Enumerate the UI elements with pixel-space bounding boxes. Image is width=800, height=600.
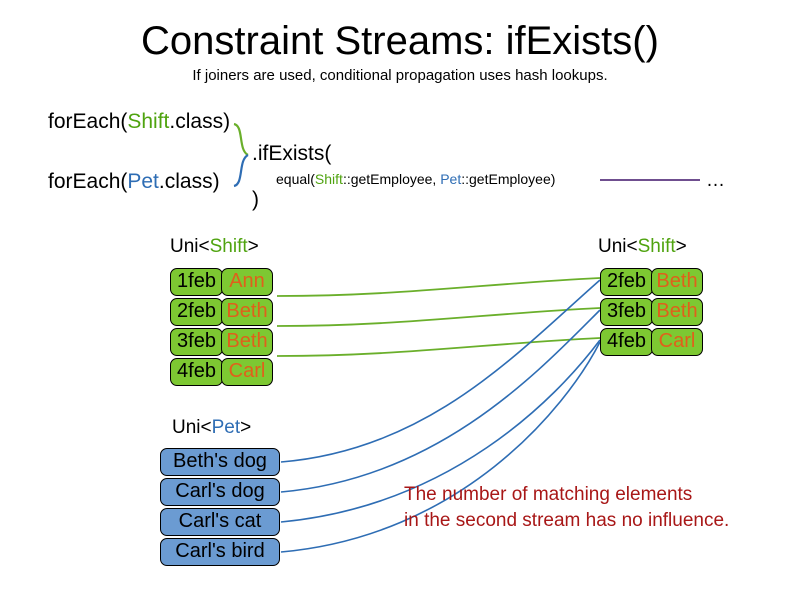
code-foreach-pet-prefix: forEach( <box>48 170 128 193</box>
brace-lower-blue <box>233 154 249 188</box>
shift-employee-cell: Beth <box>221 298 273 326</box>
label-uni-pet: Uni<Pet> <box>172 417 251 439</box>
edge-blue-carls-dog <box>280 309 601 493</box>
shift-employee-cell: Beth <box>651 268 703 296</box>
pet-row[interactable]: Beth's dog <box>160 448 280 476</box>
brace-upper-green <box>233 122 249 156</box>
label-uni-shift-right-prefix: Uni< <box>598 236 638 257</box>
pet-row[interactable]: Carl's cat <box>160 508 280 536</box>
pet-row[interactable]: Carl's dog <box>160 478 280 506</box>
code-equal-pet-method: ::getEmployee) <box>461 171 556 187</box>
label-uni-shift-left-suffix: > <box>247 236 259 257</box>
edge-blue-beths-dog <box>280 279 601 463</box>
code-equal-pet-type: Pet <box>440 171 462 187</box>
shift-date-cell: 3feb <box>600 298 653 326</box>
annotation-note: The number of matching elements in the s… <box>404 482 774 534</box>
code-foreach-shift-type: Shift <box>127 110 170 133</box>
edge-green-2feb <box>276 277 601 297</box>
page-title: Constraint Streams: ifExists() <box>141 19 659 63</box>
label-uni-pet-suffix: > <box>240 417 252 438</box>
ellipsis-label: … <box>706 170 725 191</box>
shift-date-cell: 4feb <box>170 358 223 386</box>
label-uni-shift-left-prefix: Uni< <box>170 236 210 257</box>
code-foreach-shift-prefix: forEach( <box>48 110 128 133</box>
code-foreach-pet-suffix: .class) <box>158 170 220 193</box>
code-equal-shift-type: Shift <box>314 171 343 187</box>
pet-row[interactable]: Carl's bird <box>160 538 280 566</box>
edge-green-3feb <box>276 307 601 327</box>
shift-employee-cell: Beth <box>221 328 273 356</box>
label-uni-shift-right-type: Shift <box>637 236 676 257</box>
edge-green-4feb <box>276 337 601 357</box>
shift-date-cell: 3feb <box>170 328 223 356</box>
label-uni-pet-prefix: Uni< <box>172 417 212 438</box>
code-foreach-shift: forEach(Shift.class) <box>48 110 230 134</box>
shift-employee-cell: Beth <box>651 298 703 326</box>
shift-date-cell: 2feb <box>600 268 653 296</box>
code-ifexists: .ifExists( <box>252 142 332 165</box>
page-subtitle: If joiners are used, conditional propaga… <box>192 67 608 84</box>
shift-date-cell: 4feb <box>600 328 653 356</box>
code-foreach-pet: forEach(Pet.class) <box>48 170 220 194</box>
code-foreach-pet-type: Pet <box>127 170 159 193</box>
code-equal-shift-method: ::getEmployee, <box>342 171 441 187</box>
shift-employee-cell: Ann <box>221 268 273 296</box>
label-uni-shift-left-type: Shift <box>209 236 248 257</box>
shift-date-cell: 1feb <box>170 268 223 296</box>
label-uni-shift-left: Uni<Shift> <box>170 236 259 258</box>
shift-employee-cell: Carl <box>221 358 273 386</box>
code-equal-joiner: equal(Shift::getEmployee, Pet::getEmploy… <box>276 170 555 188</box>
code-equal-prefix: equal( <box>276 171 315 187</box>
shift-employee-cell: Carl <box>651 328 703 356</box>
shift-date-cell: 2feb <box>170 298 223 326</box>
label-uni-shift-right-suffix: > <box>675 236 687 257</box>
annotation-line-1: The number of matching elements <box>404 484 693 505</box>
label-uni-shift-right: Uni<Shift> <box>598 236 687 258</box>
label-uni-pet-type: Pet <box>211 417 241 438</box>
code-foreach-shift-suffix: .class) <box>169 110 231 133</box>
annotation-line-2: in the second stream has no influence. <box>404 510 730 531</box>
code-close-paren: ) <box>252 188 259 211</box>
